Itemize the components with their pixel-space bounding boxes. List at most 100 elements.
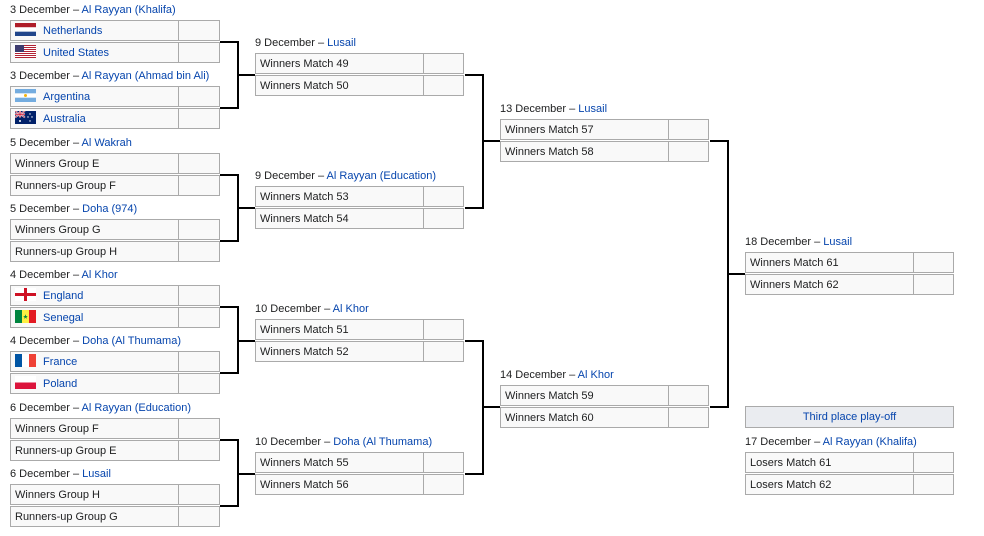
team-cell[interactable]: Poland xyxy=(10,373,179,394)
team-name-losers-match-62: Losers Match 62 xyxy=(750,479,832,491)
venue-link[interactable]: Doha (Al Thumama) xyxy=(333,436,433,448)
team-cell[interactable]: United States xyxy=(10,42,179,63)
score-cell xyxy=(424,341,464,362)
venue-link[interactable]: Al Khor xyxy=(332,303,369,315)
venue-link[interactable]: Al Khor xyxy=(81,269,118,281)
match-date-venue: 5 December – Al Wakrah xyxy=(10,135,132,151)
third-place-playoff-header: Third place play-off xyxy=(745,406,954,428)
venue-link[interactable]: Doha (Al Thumama) xyxy=(82,335,181,347)
score-cell xyxy=(914,452,954,473)
team-name-winners-group-g: Winners Group G xyxy=(15,224,101,236)
score-cell xyxy=(424,75,464,96)
team-row: Losers Match 62 xyxy=(745,474,954,496)
france-flag-icon xyxy=(15,353,38,369)
bracket-connector-line xyxy=(465,74,483,76)
date-venue-separator: – xyxy=(69,203,83,215)
venue-link[interactable]: Lusail xyxy=(82,468,111,480)
match-date-venue: 4 December – Al Khor xyxy=(10,267,118,283)
england-flag-icon xyxy=(15,287,38,303)
venue-link[interactable]: Al Khor xyxy=(577,369,614,381)
team-row: Runners-up Group E xyxy=(10,440,220,462)
score-cell xyxy=(669,407,709,428)
date-venue-separator: – xyxy=(69,468,83,480)
venue-link[interactable]: Al Rayyan (Khalifa) xyxy=(822,436,917,448)
team-name-winners-match-55: Winners Match 55 xyxy=(260,457,349,469)
team-name-poland[interactable]: Poland xyxy=(43,378,78,390)
team-name-england[interactable]: England xyxy=(43,290,84,302)
match-date: 5 December xyxy=(10,203,70,215)
date-venue-separator: – xyxy=(321,303,333,315)
team-row: Winners Group H xyxy=(10,484,220,506)
date-venue-separator: – xyxy=(69,70,82,82)
team-cell: Winners Match 49 xyxy=(255,53,424,74)
team-name-australia[interactable]: Australia xyxy=(43,113,86,125)
bracket-connector-line xyxy=(220,505,238,507)
match-date-venue: 10 December – Al Khor xyxy=(255,301,369,317)
team-row: Winners Match 50 xyxy=(255,75,464,97)
team-name-argentina[interactable]: Argentina xyxy=(43,91,91,103)
team-cell: Winners Match 60 xyxy=(500,407,669,428)
bracket-connector-line xyxy=(710,406,728,408)
team-name-runners-up-group-e: Runners-up Group E xyxy=(15,445,117,457)
team-row: Losers Match 61 xyxy=(745,452,954,474)
team-name-winners-match-58: Winners Match 58 xyxy=(505,146,594,158)
team-cell[interactable]: England xyxy=(10,285,179,306)
team-cell[interactable]: Argentina xyxy=(10,86,179,107)
team-row: Winners Match 61 xyxy=(745,252,954,274)
match-date: 10 December xyxy=(255,303,322,315)
bracket-connector-line xyxy=(483,140,500,142)
venue-link[interactable]: Al Rayyan (Ahmad bin Ali) xyxy=(81,70,210,82)
team-cell: Winners Group E xyxy=(10,153,179,174)
team-row: Winners Match 54 xyxy=(255,208,464,230)
team-row: Winners Match 59 xyxy=(500,385,709,407)
match-date: 9 December xyxy=(255,37,315,49)
team-row: Winners Group F xyxy=(10,418,220,440)
bracket-connector-line xyxy=(465,340,483,342)
team-cell: Winners Group G xyxy=(10,219,179,240)
score-cell xyxy=(179,219,220,240)
bracket-connector-line xyxy=(220,439,238,441)
match-date-venue: 3 December – Al Rayyan (Ahmad bin Ali) xyxy=(10,68,209,84)
team-cell[interactable]: Netherlands xyxy=(10,20,179,41)
team-cell[interactable]: France xyxy=(10,351,179,372)
team-cell[interactable]: Australia xyxy=(10,108,179,129)
usa-flag-icon xyxy=(15,44,38,60)
venue-link[interactable]: Lusail xyxy=(327,37,356,49)
team-name-winners-match-52: Winners Match 52 xyxy=(260,346,349,358)
team-row: Argentina xyxy=(10,86,220,108)
bracket-connector-line xyxy=(220,174,238,176)
team-cell: Winners Match 62 xyxy=(745,274,914,295)
team-cell: Winners Match 53 xyxy=(255,186,424,207)
venue-link[interactable]: Doha (974) xyxy=(82,203,138,215)
team-cell: Winners Match 58 xyxy=(500,141,669,162)
date-venue-separator: – xyxy=(314,37,328,49)
third-place-playoff-link[interactable]: Third place play-off xyxy=(802,411,897,423)
team-name-netherlands[interactable]: Netherlands xyxy=(43,25,103,37)
team-name-senegal[interactable]: Senegal xyxy=(43,312,84,324)
netherlands-flag-icon xyxy=(15,22,38,38)
score-cell xyxy=(424,474,464,495)
team-name-runners-up-group-f: Runners-up Group F xyxy=(15,180,116,192)
score-cell xyxy=(179,241,220,262)
date-venue-separator: – xyxy=(566,103,579,115)
team-name-united-states[interactable]: United States xyxy=(43,47,110,59)
team-cell[interactable]: Senegal xyxy=(10,307,179,328)
score-cell xyxy=(179,285,220,306)
team-name-winners-match-49: Winners Match 49 xyxy=(260,58,349,70)
venue-link[interactable]: Lusail xyxy=(823,236,853,248)
score-cell xyxy=(424,319,464,340)
team-cell: Winners Match 61 xyxy=(745,252,914,273)
team-name-winners-match-54: Winners Match 54 xyxy=(260,213,349,225)
team-name-france[interactable]: France xyxy=(43,356,78,368)
venue-link[interactable]: Al Wakrah xyxy=(81,137,132,149)
venue-link[interactable]: Al Rayyan (Education) xyxy=(81,402,191,414)
venue-link[interactable]: Al Rayyan (Khalifa) xyxy=(81,4,176,16)
venue-link[interactable]: Al Rayyan (Education) xyxy=(326,170,436,182)
bracket-connector-line xyxy=(238,74,255,76)
venue-link[interactable]: Lusail xyxy=(578,103,608,115)
bracket-connector-line xyxy=(238,340,255,342)
match-date: 6 December xyxy=(10,402,70,414)
team-row: Senegal xyxy=(10,307,220,329)
score-cell xyxy=(424,186,464,207)
team-cell: Winners Match 59 xyxy=(500,385,669,406)
